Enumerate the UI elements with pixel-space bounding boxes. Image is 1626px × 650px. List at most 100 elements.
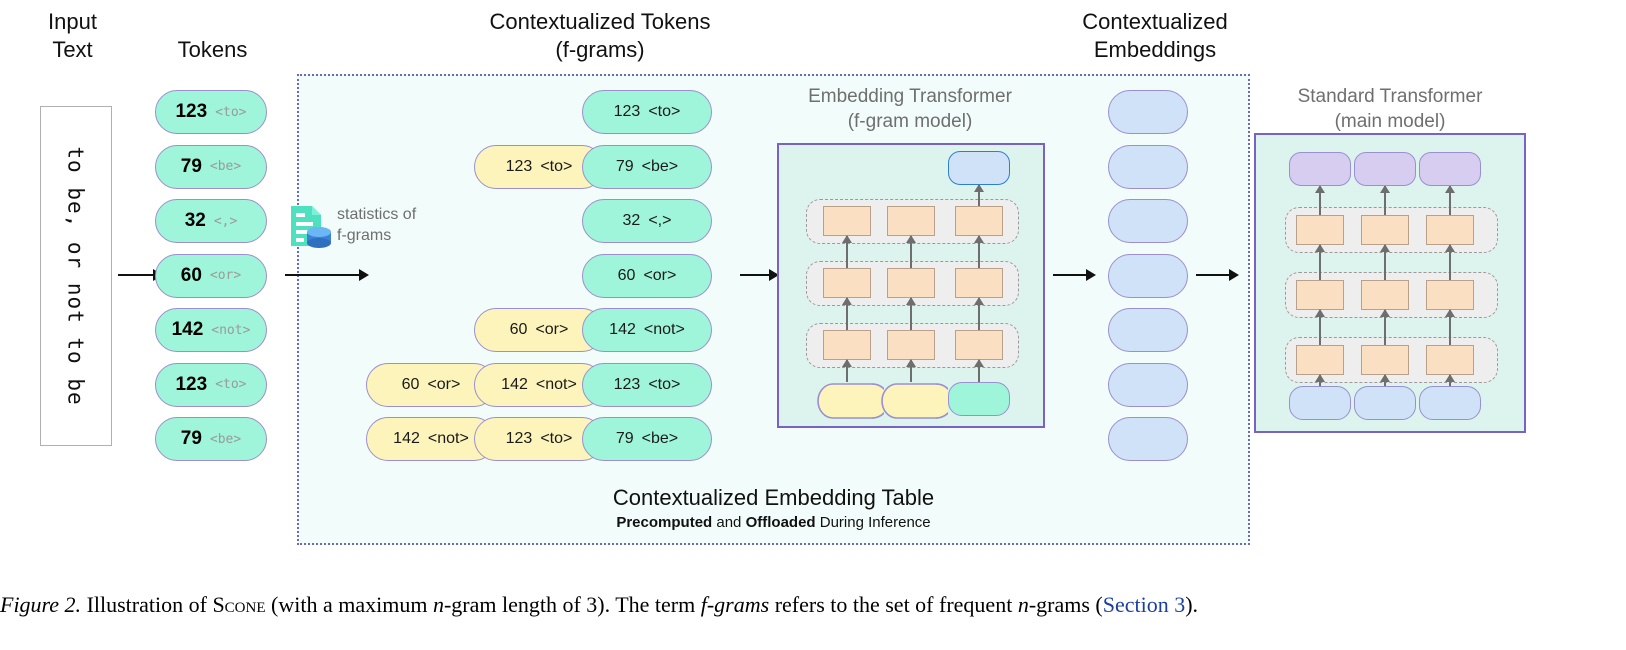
document-database-icon (289, 203, 333, 249)
arrow-tokens-to-fgrams (285, 269, 369, 281)
embedding-table-title: Contextualized Embedding Table (612, 485, 935, 510)
stats-of-fgrams-label: statistics of f-grams (337, 206, 417, 244)
transformer-cell (1426, 215, 1474, 245)
flow-arrow-head (906, 235, 916, 243)
transformer-input-pill[interactable] (1419, 386, 1481, 420)
caption-n-2: n (1017, 592, 1029, 617)
transformer-input-pill[interactable] (1289, 386, 1351, 420)
contextualized-embedding-table-container (297, 74, 1250, 545)
arrow-input-to-tokens (118, 269, 163, 281)
contextualized-embedding-pill[interactable] (1108, 90, 1188, 134)
flow-arrow (1319, 310, 1321, 345)
token-pill[interactable]: 123<to> (155, 90, 267, 134)
transformer-input-pill[interactable] (1354, 386, 1416, 420)
fgram-row[interactable]: 123<to>79<be> (474, 144, 712, 189)
caption-part2: (with a maximum (265, 592, 433, 617)
fgram-row[interactable]: 60<or>142<not>123<to> (366, 362, 712, 407)
flow-arrow (846, 298, 848, 330)
contextualized-embedding-pill[interactable] (1108, 417, 1188, 461)
flow-arrow (1319, 186, 1321, 215)
fgram-segment[interactable]: 142<not> (582, 308, 712, 352)
embedding-transformer-title: Embedding Transformer (f-gram model) (808, 86, 1012, 132)
fgram-row[interactable]: 60<or> (582, 253, 712, 298)
fgram-row[interactable]: 60<or>142<not> (474, 308, 712, 352)
fgram-segment[interactable]: 79<be> (582, 144, 712, 189)
contextualized-embedding-pill[interactable] (1108, 253, 1188, 298)
caption-fgrams: f-grams (700, 592, 770, 617)
caption-part1: Illustration of (81, 592, 213, 617)
transformer-input-pill[interactable] (948, 382, 1010, 416)
fgram-segment[interactable]: 32<,> (582, 199, 712, 243)
caption-part4: refers to the set of frequent (769, 592, 1018, 617)
transformer-cell (1296, 280, 1344, 310)
transformer-cell (955, 268, 1003, 298)
transformer-cell (823, 330, 871, 360)
flow-arrow-head (974, 297, 984, 305)
token-pill[interactable]: 142<not> (155, 308, 267, 352)
transformer-cell (887, 206, 935, 236)
figure-caption: Figure 2. Illustration of Scone (with a … (0, 592, 1626, 618)
transformer-output-pill[interactable] (1354, 152, 1416, 186)
input-text-box: to be, or not to be (40, 106, 112, 446)
subtitle-and: and (712, 514, 746, 531)
flow-arrow (1384, 186, 1386, 215)
caption-section-link[interactable]: Section 3 (1102, 592, 1186, 617)
transformer-cell (955, 330, 1003, 360)
transformer-cell (887, 268, 935, 298)
fgram-row[interactable]: 142<not>123<to>79<be> (366, 417, 712, 461)
transformer-cell (1361, 215, 1409, 245)
transformer-cell (1296, 345, 1344, 375)
contextualized-embedding-pill[interactable] (1108, 362, 1188, 407)
flow-arrow-head (974, 359, 984, 367)
flow-arrow-head (1315, 185, 1325, 193)
transformer-cell (1426, 280, 1474, 310)
flow-arrow (978, 298, 980, 330)
fgram-row[interactable]: 32<,> (582, 199, 712, 243)
flow-arrow (1449, 186, 1451, 215)
transformer-output-pill[interactable] (948, 151, 1010, 185)
flow-arrow-head (1445, 374, 1455, 382)
transformer-cell (887, 330, 935, 360)
token-pill[interactable]: 79<be> (155, 144, 267, 189)
fgram-row[interactable]: 123<to> (582, 90, 712, 134)
fgram-segment[interactable]: 60<or> (582, 253, 712, 298)
arrow-embedding-transformer-to-embeddings (1053, 269, 1096, 281)
token-pill[interactable]: 79<be> (155, 417, 267, 461)
transformer-cell (823, 206, 871, 236)
flow-arrow-head (974, 184, 984, 192)
flow-arrow (978, 185, 980, 206)
column-heading-contextualized-tokens: Contextualized Tokens (f-grams) (489, 9, 711, 62)
contextualized-embedding-pill[interactable] (1108, 199, 1188, 243)
caption-figure-number: Figure 2. (0, 592, 82, 617)
contextualized-embedding-pill[interactable] (1108, 144, 1188, 189)
transformer-output-pill[interactable] (1419, 152, 1481, 186)
flow-arrow-head (1315, 309, 1325, 317)
transformer-cell (1361, 280, 1409, 310)
transformer-output-pill[interactable] (1289, 152, 1351, 186)
arrow-embeddings-to-standard-transformer (1196, 269, 1239, 281)
fgram-segment[interactable]: 123<to> (474, 144, 604, 189)
fgram-segment[interactable]: 123<to> (582, 362, 712, 407)
flow-arrow-head (1380, 374, 1390, 382)
token-pill[interactable]: 32<,> (155, 199, 267, 243)
arrow-fgrams-to-embedding-transformer (740, 269, 779, 281)
contextualized-embedding-pill[interactable] (1108, 308, 1188, 352)
flow-arrow-head (842, 359, 852, 367)
embedding-table-caption: Contextualized Embedding Table Precomput… (297, 485, 1250, 531)
token-pill[interactable]: 60<or> (155, 253, 267, 298)
subtitle-during-inference: During Inference (815, 514, 931, 531)
transformer-cell (1296, 215, 1344, 245)
column-heading-contextualized-embeddings: Contextualized Embeddings (1082, 9, 1228, 62)
flow-arrow-head (842, 235, 852, 243)
flow-arrow-head (974, 235, 984, 243)
transformer-input-pill[interactable] (880, 382, 948, 420)
fgram-segment[interactable]: 123<to> (582, 90, 712, 134)
transformer-cell (1426, 345, 1474, 375)
subtitle-precomputed: Precomputed (616, 514, 713, 531)
flow-arrow (1449, 310, 1451, 345)
fgram-segment[interactable]: 79<be> (582, 417, 712, 461)
flow-arrow (910, 360, 912, 382)
transformer-input-pill[interactable] (816, 382, 884, 420)
caption-scone: Scone (212, 592, 266, 617)
token-pill[interactable]: 123<to> (155, 362, 267, 407)
